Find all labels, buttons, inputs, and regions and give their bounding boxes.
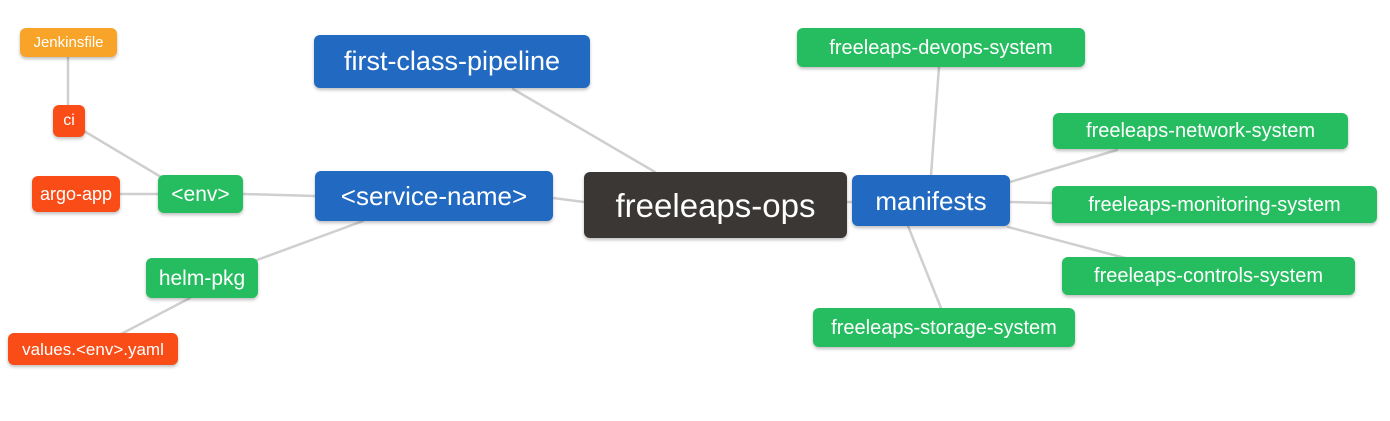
node-freeleaps-network-system[interactable]: freeleaps-network-system <box>1053 113 1348 149</box>
edge-manifests-controls-system <box>1006 225 1127 260</box>
edge-manifests-network-system <box>1008 148 1119 184</box>
edge-manifests-devops-system <box>929 65 941 177</box>
node-env[interactable]: <env> <box>158 175 243 213</box>
edge-helm-pkg-values-env-yaml <box>119 296 192 336</box>
node-first-class-pipeline[interactable]: first-class-pipeline <box>314 35 590 88</box>
node-helm-pkg[interactable]: helm-pkg <box>146 258 258 298</box>
node-argo-app[interactable]: argo-app <box>32 176 120 212</box>
node-jenkinsfile[interactable]: Jenkinsfile <box>20 28 117 57</box>
edge-first-class-pipeline-root <box>511 87 657 174</box>
edge-service-name-root <box>551 196 586 204</box>
node-ci[interactable]: ci <box>53 105 85 137</box>
node-freeleaps-monitoring-system[interactable]: freeleaps-monitoring-system <box>1052 186 1377 223</box>
node-values-env-yaml[interactable]: values.<env>.yaml <box>8 333 178 365</box>
node-freeleaps-storage-system[interactable]: freeleaps-storage-system <box>813 308 1075 347</box>
edge-ci-env <box>82 129 163 179</box>
edge-env-service-name <box>241 192 317 198</box>
node-freeleaps-controls-system[interactable]: freeleaps-controls-system <box>1062 257 1355 295</box>
edge-service-name-helm-pkg <box>255 219 365 262</box>
edge-manifests-monitoring-system <box>1008 200 1054 205</box>
edge-manifests-storage-system <box>906 224 943 310</box>
node-service-name[interactable]: <service-name> <box>315 171 553 221</box>
node-freeleaps-ops-root[interactable]: freeleaps-ops <box>584 172 847 238</box>
node-manifests[interactable]: manifests <box>852 175 1010 226</box>
node-freeleaps-devops-system[interactable]: freeleaps-devops-system <box>797 28 1085 67</box>
